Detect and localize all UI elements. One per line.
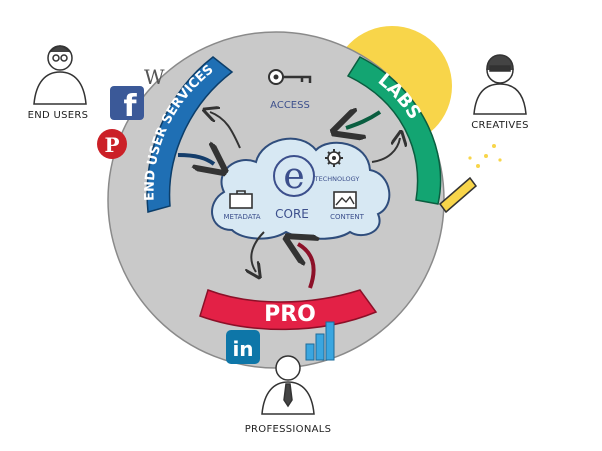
core-label: CORE [275, 207, 309, 221]
arrow-end-users-to-core [177, 155, 214, 164]
access-label: ACCESS [270, 100, 310, 111]
test-tube-icon [438, 144, 502, 214]
technology-label: TECHNOLOGY [314, 175, 360, 183]
linkedin-logo: in [226, 330, 260, 364]
professional-figure [261, 355, 315, 415]
arrow-labs-to-core [346, 112, 382, 128]
arrow-core-to-end-users [210, 112, 241, 149]
arrow-core-to-pro [251, 231, 265, 272]
svg-text:in: in [232, 337, 253, 361]
pro-label: PRO [264, 302, 316, 327]
core-logo: e [273, 155, 315, 197]
svg-text:f: f [123, 89, 137, 124]
end-user-services-band [146, 56, 234, 213]
svg-text:e: e [283, 156, 304, 197]
creative-figure [473, 54, 527, 115]
pinterest-logo: P [97, 129, 127, 159]
image-icon [333, 191, 357, 209]
content-label: CONTENT [330, 213, 365, 221]
professionals-label: PROFESSIONALS [245, 424, 332, 435]
arrow-pro-to-core [298, 244, 314, 289]
facebook-logo: f [110, 86, 144, 124]
wikipedia-logo: W [144, 65, 165, 89]
end-users-label: END USERS [28, 110, 89, 121]
arrow-core-to-labs [371, 138, 400, 163]
creatives-label: CREATIVES [471, 120, 529, 131]
briefcase-icon [229, 190, 253, 209]
labs-band [346, 56, 442, 205]
pro-band [199, 289, 378, 331]
key-icon [268, 69, 312, 85]
metadata-label: METADATA [223, 213, 260, 221]
end-user-figure [33, 45, 87, 105]
svg-text:P: P [104, 133, 119, 157]
bar-chart-icon [305, 321, 335, 361]
gear-icon [325, 149, 343, 167]
